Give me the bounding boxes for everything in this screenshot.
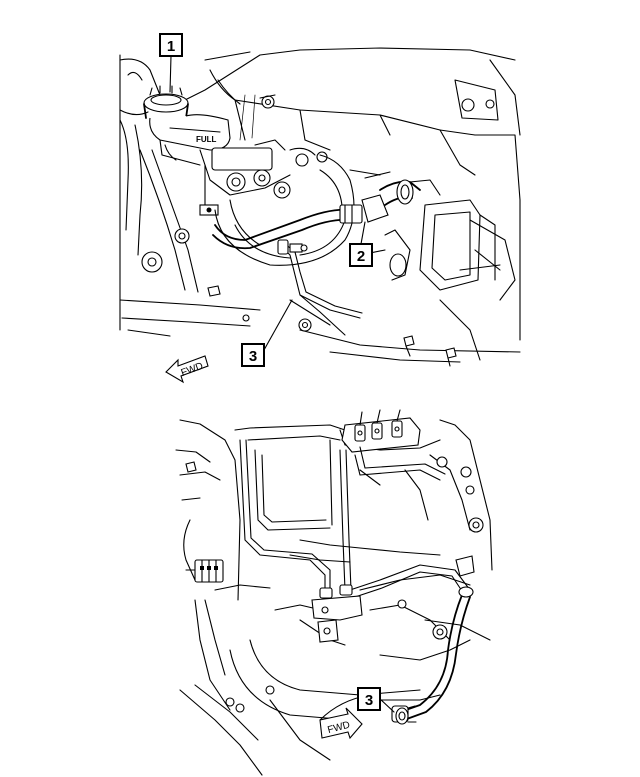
mounting-bracket bbox=[359, 199, 496, 291]
brake-lines-bottom bbox=[239, 439, 471, 646]
bottom-view: FWD 3 bbox=[175, 409, 493, 776]
reservoir-full-mark: FULL bbox=[196, 135, 217, 144]
body-panels-top bbox=[119, 47, 521, 363]
hydraulic-block bbox=[341, 409, 421, 453]
callout-1: 1 bbox=[159, 33, 183, 93]
vacuum-hose bbox=[212, 171, 441, 250]
callout-1-label: 1 bbox=[167, 38, 175, 55]
forward-arrow-top: FWD bbox=[165, 355, 209, 384]
callout-3: 3 bbox=[241, 299, 293, 367]
bolts-top bbox=[141, 94, 457, 367]
callout-2: 2 bbox=[349, 221, 373, 267]
callout-3-lower-label: 3 bbox=[365, 692, 373, 709]
forward-arrow-bottom: FWD bbox=[319, 707, 363, 740]
brake-lines-top bbox=[277, 239, 363, 336]
body-panels-bottom bbox=[175, 419, 493, 776]
callout-2-label: 2 bbox=[357, 248, 365, 265]
master-cylinder bbox=[199, 139, 328, 216]
top-view: FULL bbox=[119, 33, 521, 384]
bolts-bottom bbox=[185, 456, 484, 713]
brake-flex-hose bbox=[391, 555, 475, 725]
callout-3-lower: 3 bbox=[357, 687, 395, 713]
wiring-connector bbox=[185, 559, 224, 583]
callout-3-label: 3 bbox=[249, 348, 257, 365]
brake-fluid-reservoir: FULL bbox=[143, 85, 231, 166]
